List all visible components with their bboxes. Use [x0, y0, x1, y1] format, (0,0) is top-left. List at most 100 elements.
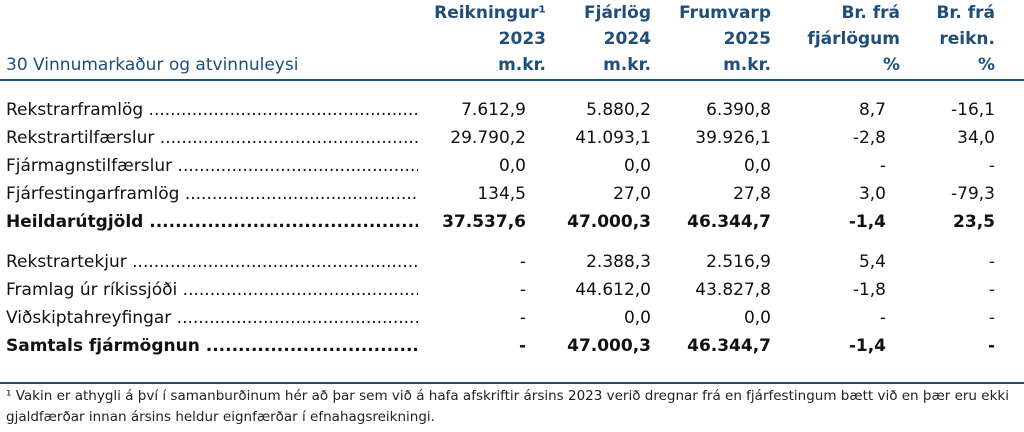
leader-dots: ........................................…	[148, 100, 418, 120]
table-row: Rekstrartilfærslur .....................…	[0, 124, 1024, 152]
table-cell: -	[519, 280, 526, 300]
table-cell: 46.344,7	[687, 212, 771, 232]
row-label-text: Heildarútgjöld	[6, 212, 144, 232]
table-row: Viðskiptahreyfingar ....................…	[0, 304, 1024, 332]
table-cell: 0,0	[623, 308, 651, 328]
table-cell: -1,4	[848, 336, 886, 356]
table-cell: -	[988, 280, 995, 300]
table-cell: 41.093,1	[575, 128, 651, 148]
row-label: Framlag úr ríkissjóði ..................…	[6, 276, 418, 304]
row-label-text: Fjármagnstilfærslur	[6, 156, 173, 176]
table-cell: 3,0	[858, 184, 886, 204]
row-label-text: Rekstrartekjur	[6, 252, 127, 272]
leader-dots: ........................................…	[159, 128, 418, 148]
table-cell: -	[988, 156, 995, 176]
leader-dots: ........................................…	[182, 280, 418, 300]
column-header-line: reikn.	[939, 29, 995, 49]
column-header-line: m.kr.	[603, 55, 651, 75]
row-label-text: Rekstrarframlög	[6, 100, 144, 120]
column-header-br-fjarlogum: Br. frá fjárlögum %	[807, 0, 900, 78]
leader-dots: ........................................…	[184, 184, 418, 204]
table-cell: 27,0	[613, 184, 651, 204]
leader-dots: ........................................…	[177, 156, 418, 176]
table-cell: 44.612,0	[575, 280, 651, 300]
table-cell: 46.344,7	[687, 336, 771, 356]
table-cell: -16,1	[951, 100, 995, 120]
table-cell: 6.390,8	[706, 100, 771, 120]
footer-divider	[0, 382, 1024, 384]
column-header-line: 2025	[723, 29, 771, 49]
table-cell: 39.926,1	[695, 128, 771, 148]
table-cell: -79,3	[951, 184, 995, 204]
table-cell: -	[519, 252, 526, 272]
leader-dots: ........................................…	[149, 212, 418, 232]
table-cell: -	[988, 252, 995, 272]
leader-dots: ........................................…	[176, 308, 418, 328]
table-cell: 8,7	[858, 100, 886, 120]
table-row: Fjárfestingarframlög ...................…	[0, 180, 1024, 208]
column-header-line: %	[977, 55, 995, 75]
table-cell: -	[987, 336, 995, 356]
row-label: Fjárfestingarframlög ...................…	[6, 180, 418, 208]
table-cell: -	[879, 156, 886, 176]
table-cell: 43.827,8	[695, 280, 771, 300]
row-label-text: Rekstrartilfærslur	[6, 128, 155, 148]
table-title: 30 Vinnumarkaður og atvinnuleysi	[6, 55, 299, 75]
column-header-line: Fjárlög	[584, 3, 651, 23]
leader-dots: ........................................…	[205, 336, 418, 356]
footnote: ¹ Vakin er athygli á því í samanburðinum…	[6, 388, 1009, 425]
table-cell: 47.000,3	[567, 212, 651, 232]
table-cell: -2,8	[852, 128, 886, 148]
table-cell: 47.000,3	[567, 336, 651, 356]
column-header-line: Br. frá	[936, 3, 995, 23]
column-header-line: Br. frá	[841, 3, 900, 23]
table-cell: 27,8	[733, 184, 771, 204]
table-cell: 134,5	[477, 184, 526, 204]
column-header-line: Frumvarp	[679, 3, 771, 23]
row-label-text: Samtals fjármögnun	[6, 336, 200, 356]
column-header-line: %	[882, 55, 900, 75]
row-label: Heildarútgjöld .........................…	[6, 208, 418, 236]
column-header-fjarlog: Fjárlög 2024 m.kr.	[584, 0, 651, 78]
table-cell: -	[988, 308, 995, 328]
table-row: Rekstrartekjur .........................…	[0, 248, 1024, 276]
table-row: Framlag úr ríkissjóði ..................…	[0, 276, 1024, 304]
column-header-line: Reikningur¹	[434, 3, 546, 23]
table-cell: 5.880,2	[586, 100, 651, 120]
row-label: Samtals fjármögnun .....................…	[6, 332, 418, 360]
table-cell: 0,0	[743, 156, 771, 176]
table-cell: 2.516,9	[706, 252, 771, 272]
table-cell: 23,5	[953, 212, 995, 232]
column-header-line: 2023	[498, 29, 546, 49]
column-header-frumvarp: Frumvarp 2025 m.kr.	[679, 0, 771, 78]
table-cell: 0,0	[623, 156, 651, 176]
table-cell: 5,4	[858, 252, 886, 272]
row-label: Fjármagnstilfærslur ....................…	[6, 152, 418, 180]
table-cell: -	[519, 308, 526, 328]
column-header-line: m.kr.	[723, 55, 771, 75]
row-label: Rekstrartilfærslur .....................…	[6, 124, 418, 152]
header-divider	[0, 79, 1024, 81]
row-label-text: Fjárfestingarframlög	[6, 184, 180, 204]
table-cell: 7.612,9	[461, 100, 526, 120]
row-label: Viðskiptahreyfingar ....................…	[6, 304, 418, 332]
row-label-text: Framlag úr ríkissjóði	[6, 280, 178, 300]
table-cell: -	[518, 336, 526, 356]
row-label: Rekstrarframlög ........................…	[6, 96, 418, 124]
column-header-line: 2024	[603, 29, 651, 49]
row-label: Rekstrartekjur .........................…	[6, 248, 418, 276]
table-row: Heildarútgjöld .........................…	[0, 208, 1024, 236]
column-header-line: m.kr.	[498, 55, 546, 75]
table-cell: -1,8	[852, 280, 886, 300]
table-cell: -1,4	[848, 212, 886, 232]
table-row: Samtals fjármögnun .....................…	[0, 332, 1024, 360]
column-header-reikningur: Reikningur¹ 2023 m.kr.	[434, 0, 546, 78]
table-cell: 34,0	[957, 128, 995, 148]
table-cell: 0,0	[743, 308, 771, 328]
table-row: Fjármagnstilfærslur ....................…	[0, 152, 1024, 180]
column-header-line: fjárlögum	[807, 29, 900, 49]
table-cell: 29.790,2	[450, 128, 526, 148]
table-cell: 0,0	[498, 156, 526, 176]
row-label-text: Viðskiptahreyfingar	[6, 308, 172, 328]
table-row: Rekstrarframlög ........................…	[0, 96, 1024, 124]
